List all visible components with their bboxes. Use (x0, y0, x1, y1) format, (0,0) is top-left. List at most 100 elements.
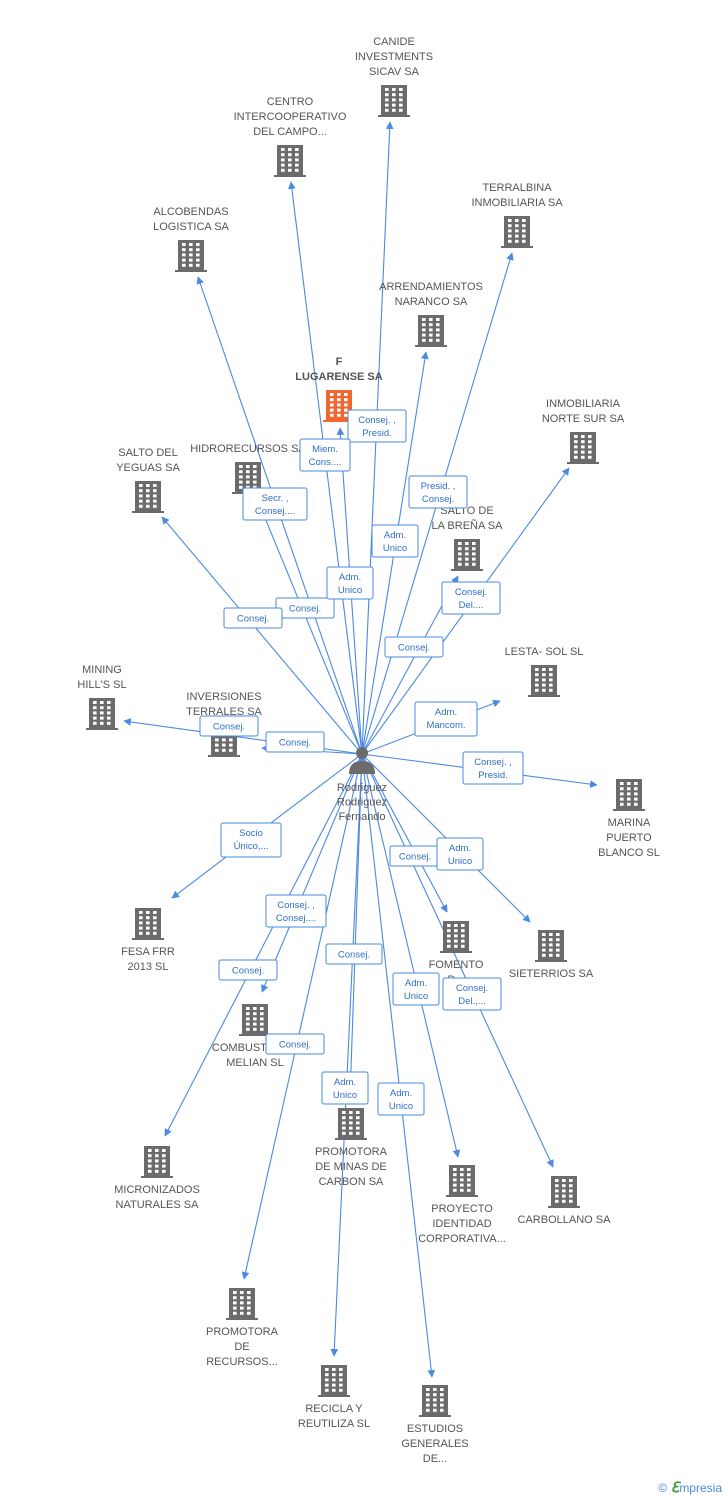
building-icon (335, 1108, 367, 1140)
relationship-role-text: Unico (333, 1090, 357, 1101)
relationship-label-lugarense[interactable]: Consej. ,Presid. (347, 409, 407, 443)
relationship-role-text: Consej. (289, 604, 321, 615)
relationship-role-text: Adm. (449, 843, 471, 854)
relationship-label-arrendamientos[interactable]: Adm.Unico (326, 566, 374, 600)
relationship-box (371, 524, 419, 558)
company-name-text: LA BREÑA SA (432, 519, 504, 532)
relationship-label-mining[interactable]: Consej. (199, 715, 259, 737)
relationship-role-text: Consej. (399, 852, 431, 863)
company-name-text: SIETERRIOS SA (509, 968, 594, 980)
company-node-hidrorecursos[interactable]: HIDRORECURSOS SA (190, 443, 306, 494)
relationship-label-recicla[interactable]: Adm.Unico (321, 1071, 369, 1105)
company-name-text: LOGISTICA SA (153, 221, 229, 233)
relationship-label-terralbina[interactable]: Presid. ,Consej. (408, 475, 468, 509)
relationship-label-estudios[interactable]: Adm.Unico (377, 1082, 425, 1116)
company-name-text: SICAV SA (369, 66, 420, 78)
company-name-text: INVERSIONES (186, 691, 261, 703)
relationship-box (321, 1071, 369, 1105)
relationship-label-salto-yeguas[interactable]: Consej. (223, 607, 283, 629)
edge-line-fomento (361, 753, 448, 913)
relationship-label-proyecto[interactable]: Adm.Unico (392, 972, 440, 1006)
relationship-role-text: Presid. (478, 770, 508, 781)
company-name-text: PUERTO (606, 832, 652, 844)
relationship-role-text: Mancom. (426, 720, 465, 731)
relationship-label-inmobiliaria[interactable]: Consej.Del.... (441, 581, 501, 615)
relationship-label-salto-brena[interactable]: Consej. (384, 636, 444, 658)
company-name-text: RECICLA Y (305, 1403, 363, 1415)
relationship-label-promotora-minas[interactable]: Consej. (325, 943, 383, 965)
relationship-label-alcobendas[interactable]: Secr. ,Consej.... (242, 487, 308, 521)
company-node-lesta[interactable]: LESTA- SOL SL (505, 646, 584, 697)
company-name-text: SALTO DEL (118, 447, 178, 459)
company-name-text: BLANCO SL (598, 847, 660, 859)
company-node-estudios[interactable]: ESTUDIOSGENERALESDE... (401, 1385, 469, 1465)
building-icon (440, 921, 472, 953)
relationship-label-carbollano[interactable]: Consej.Del.,... (442, 977, 502, 1011)
relationship-label-hidrorecursos[interactable]: Miem.Cons.... (299, 438, 351, 472)
company-node-fesa[interactable]: FESA FRR 2013 SL (121, 908, 175, 973)
relationship-label-combustibles[interactable]: Consej. ,Consej.... (265, 894, 327, 928)
building-icon (501, 216, 533, 248)
company-name-text: INTERCOOPERATIVO (234, 111, 347, 123)
company-node-sieterrios[interactable]: SIETERRIOS SA (509, 930, 594, 980)
company-name-text: 2013 SL (128, 961, 169, 973)
edge-line-combustibles (261, 753, 363, 993)
company-name-text: DEL CAMPO... (253, 126, 327, 138)
edge-line-carbollano (361, 753, 554, 1168)
building-icon (535, 930, 567, 962)
edge-line-promotora-minas (346, 753, 363, 1098)
relationship-label-centro[interactable]: Consej. (275, 597, 335, 619)
company-name-text: FESA FRR (121, 946, 175, 958)
company-node-promotora-recursos[interactable]: PROMOTORADERECURSOS... (206, 1288, 279, 1368)
relationship-label-marina[interactable]: Consej. , Presid. (462, 751, 524, 785)
relationship-role-text: Adm. (339, 572, 361, 583)
company-name-text: MINING (82, 664, 122, 676)
relationship-role-text: Unico (389, 1101, 413, 1112)
company-name-text: ARRENDAMIENTOS (379, 281, 483, 293)
brand-name: mpresia (679, 1481, 722, 1495)
edge-line-hidrorecursos (255, 495, 363, 755)
relationship-label-canide[interactable]: Adm.Unico (371, 524, 419, 558)
company-node-proyecto[interactable]: PROYECTOIDENTIDADCORPORATIVA... (418, 1165, 506, 1245)
relationship-role-text: Adm. (405, 978, 427, 989)
relationship-box (326, 566, 374, 600)
relationship-box (377, 1082, 425, 1116)
company-node-recicla[interactable]: RECICLA Y REUTILIZA SL (298, 1365, 370, 1430)
relationship-role-text: Consej. , (474, 757, 512, 768)
company-name-text: TERRALBINA (482, 182, 552, 194)
person-icon (349, 747, 375, 774)
footer-brand[interactable]: © ℇmpresia (659, 1480, 722, 1496)
building-icon (451, 539, 483, 571)
company-name-text: CANIDE (373, 36, 415, 48)
relationship-label-lesta[interactable]: Adm.Mancom. (414, 701, 478, 737)
company-name-text: REUTILIZA SL (298, 1418, 370, 1430)
company-node-carbollano[interactable]: CARBOLLANO SA (518, 1176, 612, 1226)
relationship-label-inversiones[interactable]: Consej. (265, 731, 325, 753)
relationship-label-fesa[interactable]: SocioÚnico,... (220, 822, 282, 858)
relationship-label-promotora-recursos[interactable]: Consej. (265, 1033, 325, 1055)
company-name-text: DE... (423, 1453, 447, 1465)
relationship-role-text: Adm. (384, 530, 406, 541)
relationship-label-fomento[interactable]: Consej. (389, 845, 441, 867)
relationship-label-sieterrios[interactable]: Adm.Unico (436, 837, 484, 871)
relationship-role-text: Socio (239, 828, 263, 839)
relationship-box (265, 731, 325, 753)
relationship-label-micronizados[interactable]: Consej. (218, 959, 278, 981)
company-name-text: LESTA- SOL SL (505, 646, 584, 658)
relationship-role-text: Consej. (456, 983, 488, 994)
